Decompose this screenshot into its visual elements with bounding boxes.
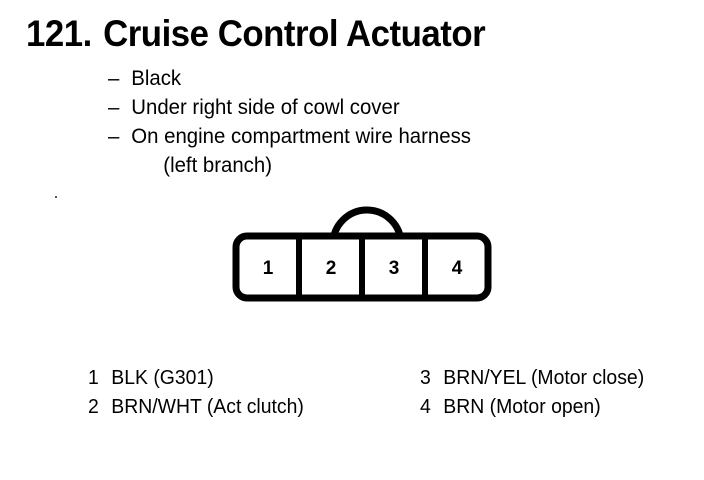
pin-number: 1 <box>88 367 99 389</box>
pin-number: 4 <box>420 396 431 418</box>
pin-legend-row: 1 BLK (G301) <box>88 364 304 393</box>
pin-number: 3 <box>420 367 431 389</box>
latch-arch-icon <box>329 206 405 245</box>
description-item-text: On engine compartment wire harness <box>131 125 471 148</box>
cavity-number-2: 2 <box>326 258 337 279</box>
page-title: 121. Cruise Control Actuator <box>26 12 486 56</box>
scan-artifact-speck <box>55 196 57 198</box>
connector-diagram: 1 2 3 4 <box>222 196 502 308</box>
description-list: – Black – Under right side of cowl cover… <box>108 64 628 180</box>
description-item-text: Black <box>131 67 182 90</box>
pin-legend-row: 3 BRN/YEL (Motor close) <box>420 364 644 393</box>
cavity-number-3: 3 <box>389 258 400 279</box>
description-item: – On engine compartment wire harness <box>108 122 612 151</box>
pin-legend-left-column: 1 BLK (G301) 2 BRN/WHT (Act clutch) <box>88 364 311 422</box>
bullet-dash-icon: – <box>108 125 120 148</box>
pin-description: BRN (Motor open) <box>443 396 601 418</box>
cavity-number-1: 1 <box>263 258 274 279</box>
description-item-text: Under right side of cowl cover <box>131 96 400 119</box>
description-item: – Black <box>108 64 612 93</box>
pin-number: 2 <box>88 396 99 418</box>
title-text: Cruise Control Actuator <box>103 13 486 54</box>
pin-legend-row: 4 BRN (Motor open) <box>420 393 644 422</box>
pin-description: BRN/WHT (Act clutch) <box>111 396 304 418</box>
pin-legend-row: 2 BRN/WHT (Act clutch) <box>88 393 304 422</box>
title-number: 121. <box>26 13 92 54</box>
pin-description: BLK (G301) <box>111 367 214 389</box>
bullet-dash-icon: – <box>108 96 120 119</box>
pin-description: BRN/YEL (Motor close) <box>443 367 645 389</box>
cavity-number-4: 4 <box>452 258 463 279</box>
description-continuation: (left branch) <box>163 154 272 177</box>
bullet-dash-icon: – <box>108 67 120 90</box>
description-item: – Under right side of cowl cover <box>108 93 612 122</box>
pin-legend-right-column: 3 BRN/YEL (Motor close) 4 BRN (Motor ope… <box>420 364 651 422</box>
